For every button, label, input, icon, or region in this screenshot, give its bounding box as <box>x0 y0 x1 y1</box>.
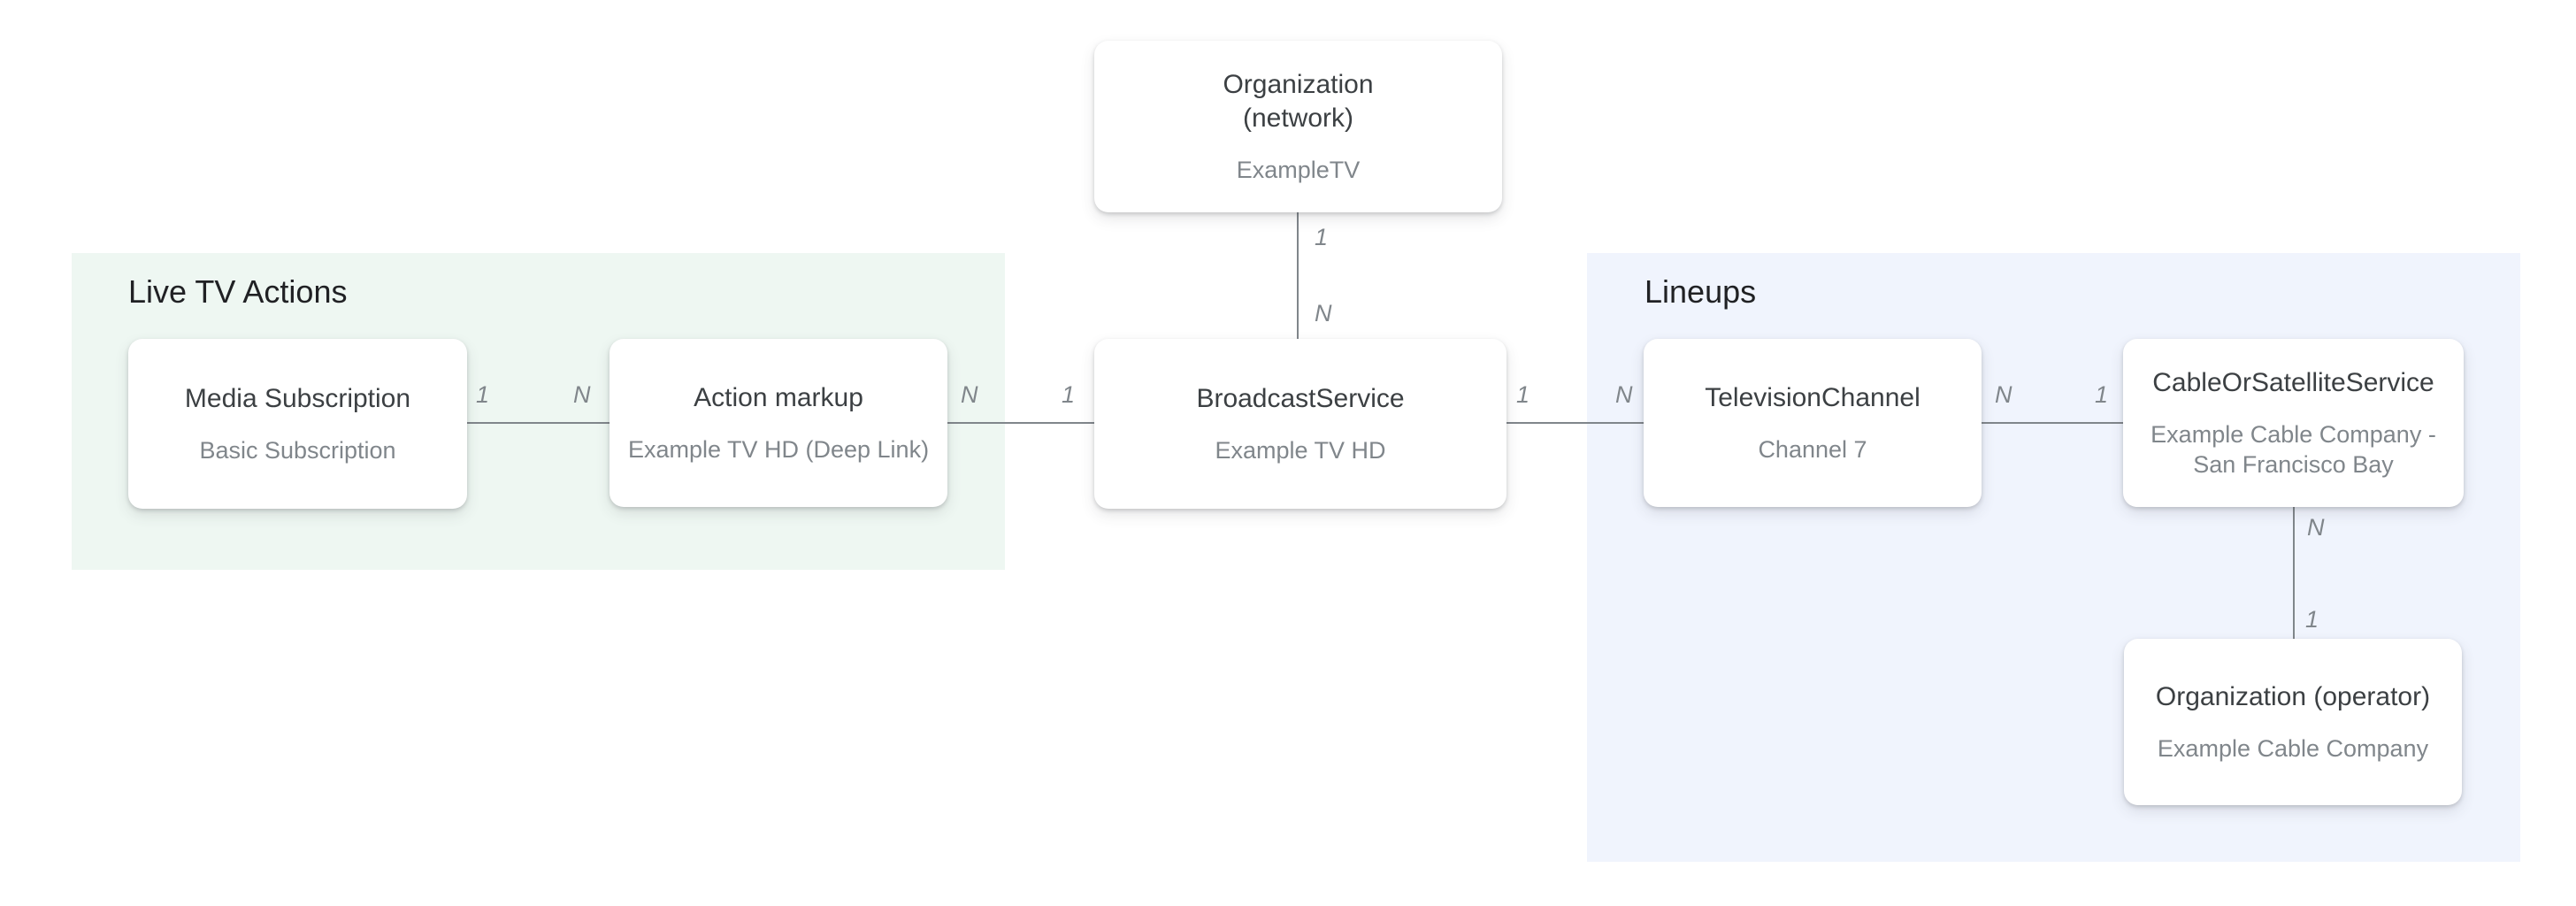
cardinality-label-action-broadcast-start: N <box>961 381 978 408</box>
cardinality-label-network-broadcast-end: N <box>1315 300 1332 326</box>
node-title: Organization (operator) <box>2155 682 2431 711</box>
cardinality-label-cable-operator-start: N <box>2307 514 2325 541</box>
node-subtitle: Example Cable Company - San Francisco Ba… <box>2150 419 2436 480</box>
edge-network-to-broadcast <box>1297 212 1299 339</box>
node-subtitle: Channel 7 <box>1758 436 1867 463</box>
cardinality-label-network-broadcast-start: 1 <box>1315 224 1329 250</box>
node-organization-operator: Organization (operator) Example Cable Co… <box>2124 639 2462 805</box>
node-title-line-1: Organization <box>1223 70 1374 99</box>
cardinality-label-tv-cable-start: N <box>1995 381 2012 408</box>
edge-media-to-action <box>467 422 610 424</box>
node-cable-or-satellite-service: CableOrSatelliteService Example Cable Co… <box>2123 339 2464 507</box>
edge-action-to-broadcast <box>947 422 1094 424</box>
cardinality-label-media-action-end: N <box>573 381 591 408</box>
node-title-line-2: (network) <box>1242 104 1353 133</box>
edge-cable-to-operator <box>2293 507 2295 639</box>
cardinality-label-cable-operator-end: 1 <box>2305 606 2319 633</box>
node-title: Media Subscription <box>184 384 411 413</box>
region-title-lineups: Lineups <box>1644 273 1757 310</box>
node-title: BroadcastService <box>1196 384 1405 413</box>
cardinality-label-action-broadcast-end: 1 <box>1062 381 1076 408</box>
node-media-subscription: Media Subscription Basic Subscription <box>128 339 467 509</box>
node-subtitle: Example TV HD <box>1215 437 1386 464</box>
node-title: Organization (network) <box>1223 68 1373 135</box>
node-title: Action markup <box>694 383 863 412</box>
node-title: TelevisionChannel <box>1705 383 1920 412</box>
cardinality-label-tv-cable-end: 1 <box>2095 381 2109 408</box>
cardinality-label-broadcast-tv-start: 1 <box>1516 381 1530 408</box>
edge-broadcast-to-tv <box>1502 422 1644 424</box>
node-subtitle: ExampleTV <box>1236 157 1361 183</box>
node-subtitle: Example Cable Company <box>2157 735 2429 762</box>
node-broadcast-service: BroadcastService Example TV HD <box>1094 339 1506 509</box>
region-title-live-tv-actions: Live TV Actions <box>128 273 348 310</box>
node-title: CableOrSatelliteService <box>2152 368 2434 397</box>
node-action-markup: Action markup Example TV HD (Deep Link) <box>610 339 947 507</box>
node-subtitle: Basic Subscription <box>199 437 396 464</box>
node-organization-network: Organization (network) ExampleTV <box>1094 41 1502 212</box>
node-subtitle-line-2: San Francisco Bay <box>2193 451 2394 478</box>
edge-tv-to-cable <box>1982 422 2123 424</box>
cardinality-label-broadcast-tv-end: N <box>1615 381 1633 408</box>
node-subtitle: Example TV HD (Deep Link) <box>627 436 930 463</box>
node-subtitle-line-1: Example Cable Company - <box>2150 421 2436 448</box>
node-television-channel: TelevisionChannel Channel 7 <box>1644 339 1982 507</box>
cardinality-label-media-action-start: 1 <box>476 381 490 408</box>
